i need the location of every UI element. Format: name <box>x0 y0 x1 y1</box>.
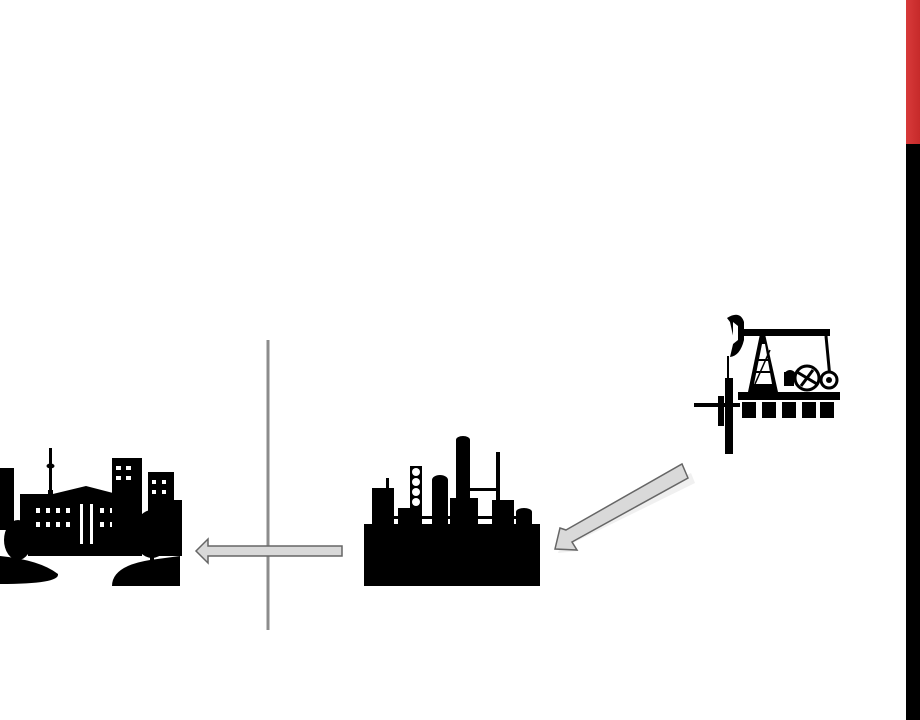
oil-pump-jack-icon <box>694 314 840 454</box>
side-accent-bar-red <box>906 0 920 144</box>
tree-right <box>134 510 170 570</box>
side-accent-bar-black <box>906 144 920 720</box>
flow-arrow-refinery-to-city <box>194 537 343 565</box>
tree-left <box>4 520 32 572</box>
city-buildings-icon <box>0 448 182 586</box>
flow-arrow-well-to-refinery <box>554 462 695 553</box>
oil-refinery-icon <box>364 436 540 586</box>
